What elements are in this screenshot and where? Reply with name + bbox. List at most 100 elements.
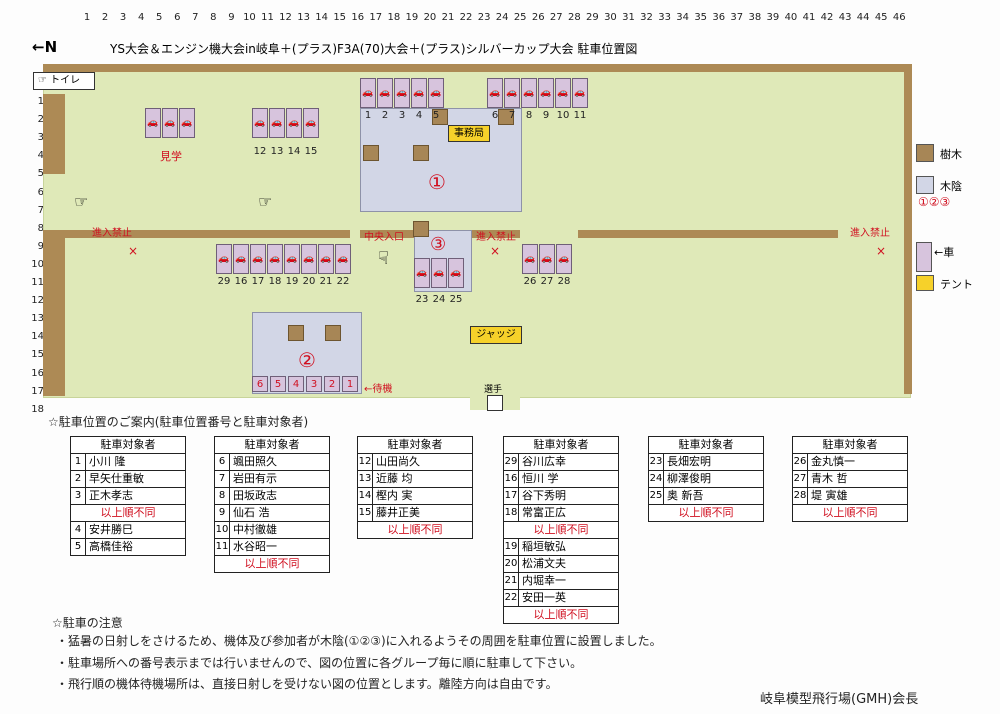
car-spot: 🚗 <box>539 244 555 274</box>
hand-icon: ☞ <box>74 192 89 211</box>
column-number: 27 <box>549 12 563 23</box>
column-number: 17 <box>369 12 383 23</box>
car-spot: 🚗 <box>487 78 503 108</box>
tree-icon <box>413 145 429 161</box>
guide-heading: ☆駐車位置のご案内(駐車位置番号と駐車対象者) <box>48 415 309 429</box>
toilet-label: トイレ <box>50 75 81 86</box>
spot-number-cell: 20 <box>504 556 519 572</box>
spot-number: 9 <box>542 110 550 121</box>
person-name-cell: 中村徹雄 <box>233 523 277 536</box>
spot-number: 2 <box>381 110 389 121</box>
car-spot: 🚗 <box>572 78 588 108</box>
spot-number: 8 <box>525 110 533 121</box>
tree-line-left-low <box>43 230 65 396</box>
car-spot: 🚗 <box>377 78 393 108</box>
spot-number: 19 <box>285 276 299 287</box>
shade-1-label: ① <box>428 170 446 194</box>
tree-icon <box>498 109 514 125</box>
signature: 岐阜模型飛行場(GMH)会長 <box>760 692 919 707</box>
car-spot: 🚗 <box>145 108 161 138</box>
wait-spot: 3 <box>306 376 322 392</box>
row-number: 7 <box>37 204 44 216</box>
note-item: ・飛行順の機体待機場所は、直接日射しを受けない図の位置とします。離陸方向は自由で… <box>56 677 558 691</box>
spot-number: 18 <box>268 276 282 287</box>
table-header: 駐車対象者 <box>358 437 472 454</box>
person-name-cell: 松浦文夫 <box>522 557 566 570</box>
car-spot: 🚗 <box>252 108 268 138</box>
order-note: 以上順不同 <box>71 505 185 522</box>
row-number: 2 <box>37 114 44 126</box>
wait-spot: 5 <box>270 376 286 392</box>
car-spot: 🚗 <box>431 258 447 288</box>
column-number: 34 <box>676 12 689 23</box>
person-name-cell: 谷下秀明 <box>522 489 566 502</box>
person-name-cell: 早矢仕重敏 <box>89 472 144 485</box>
car-spot: 🚗 <box>411 78 427 108</box>
row-number: 9 <box>37 240 44 252</box>
column-number: 13 <box>297 12 310 23</box>
column-number: 25 <box>513 12 527 23</box>
spot-number: 22 <box>336 276 350 287</box>
spot-number: 17 <box>251 276 265 287</box>
spot-number-cell: 1 <box>71 454 86 470</box>
column-number: 44 <box>856 12 870 23</box>
column-number: 38 <box>748 12 762 23</box>
table-header: 駐車対象者 <box>71 437 185 454</box>
wait-label: ←待機 <box>364 384 393 395</box>
spot-number-cell: 12 <box>358 454 373 470</box>
column-number: 24 <box>495 12 509 23</box>
wait-spot: 4 <box>288 376 304 392</box>
shade-area-1 <box>360 108 522 212</box>
person-name-cell: 水谷昭一 <box>233 540 277 553</box>
spot-number: 10 <box>556 110 570 121</box>
row-number: 5 <box>37 168 44 180</box>
table-header: 駐車対象者 <box>215 437 329 454</box>
person-name-cell: 奥 新吾 <box>667 489 704 502</box>
row-number: 10 <box>31 258 44 270</box>
car-spot: 🚗 <box>303 108 319 138</box>
office-tent: 事務局 <box>448 125 490 142</box>
car-spot: 🚗 <box>267 244 283 274</box>
shade-2-label: ② <box>298 348 316 372</box>
wait-spot: 2 <box>324 376 340 392</box>
spot-number: 6 <box>491 110 499 121</box>
spot-number: 14 <box>287 146 301 157</box>
column-number: 3 <box>119 12 127 23</box>
shade-3-label: ③ <box>430 234 447 255</box>
spot-number: 20 <box>302 276 316 287</box>
notes-heading: ☆駐車の注意 <box>52 616 123 630</box>
spot-number-cell: 5 <box>71 539 86 555</box>
order-note: 以上順不同 <box>822 506 878 519</box>
person-name-cell: 高橋佳裕 <box>89 540 133 553</box>
spot-number: 25 <box>449 294 463 305</box>
column-number: 18 <box>387 12 401 23</box>
row-number: 18 <box>31 403 44 415</box>
column-number: 15 <box>333 12 347 23</box>
person-name-cell: 恒川 学 <box>522 472 559 485</box>
column-number: 6 <box>174 12 181 23</box>
spot-number: 13 <box>270 146 284 157</box>
spot-number-cell: 28 <box>793 488 808 504</box>
spot-number: 28 <box>557 276 571 287</box>
person-name-cell: 柳澤俊明 <box>667 472 711 485</box>
car-legend-label: ←車 <box>934 246 955 259</box>
person-name-cell: 安田一英 <box>522 591 566 604</box>
tree-icon <box>432 109 448 125</box>
column-number: 11 <box>261 12 274 23</box>
column-number: 40 <box>784 12 798 23</box>
person-name-cell: 樫内 実 <box>376 489 413 502</box>
car-spot: 🚗 <box>269 108 285 138</box>
spot-number-cell: 22 <box>504 590 519 606</box>
north-arrow: ←N <box>32 38 58 56</box>
